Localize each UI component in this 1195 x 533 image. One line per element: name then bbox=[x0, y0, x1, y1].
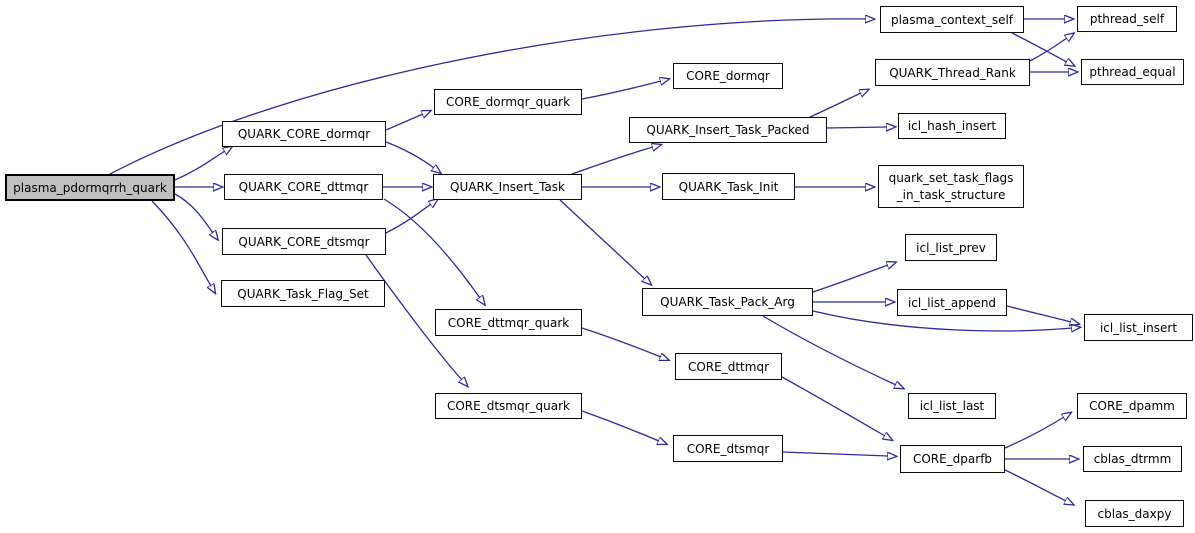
node-quark-task-init[interactable]: QUARK_Task_Init bbox=[662, 173, 795, 200]
edge-quark-insert-task-packed-to-quark-thread-rank bbox=[809, 93, 861, 118]
edge-quark-core-dormqr-to-quark-insert-task bbox=[385, 141, 434, 168]
node-cblas-daxpy[interactable]: cblas_daxpy bbox=[1085, 500, 1184, 527]
edge-quark-core-dtsmqr-to-quark-insert-task bbox=[385, 204, 431, 234]
node-plasma-pdormqrrh-quark: plasma_pdormqrrh_quark bbox=[5, 174, 175, 201]
edge-core-dparfb-to-cblas-daxpy bbox=[1004, 469, 1066, 501]
node-pthread-equal[interactable]: pthread_equal bbox=[1081, 59, 1184, 85]
edge-quark-task-pack-arg-to-icl-list-prev bbox=[812, 265, 888, 293]
node-core-dttmqr[interactable]: CORE_dttmqr bbox=[675, 353, 782, 380]
node-plasma-context-self[interactable]: plasma_context_self bbox=[880, 6, 1024, 33]
node-icl-list-insert[interactable]: icl_list_insert bbox=[1084, 314, 1193, 341]
node-core-dtsmqr-quark[interactable]: CORE_dtsmqr_quark bbox=[435, 393, 582, 419]
node-core-dparfb[interactable]: CORE_dparfb bbox=[900, 445, 1005, 473]
edge-icl-list-append-to-icl-list-insert bbox=[1006, 305, 1071, 322]
edge-quark-insert-task-packed-to-icl-hash-insert bbox=[826, 127, 887, 128]
node-icl-hash-insert[interactable]: icl_hash_insert bbox=[898, 113, 1006, 139]
edge-quark-core-dttmqr-to-core-dttmqr-quark bbox=[383, 198, 480, 298]
node-pthread-self[interactable]: pthread_self bbox=[1077, 6, 1177, 32]
edge-plasma-context-self-to-pthread-equal bbox=[1011, 32, 1067, 62]
edge-plasma-pdormqrrh-quark-to-quark-task-flag-set bbox=[151, 200, 211, 286]
edge-quark-thread-rank-to-pthread-self bbox=[1029, 38, 1067, 62]
node-core-dormqr-quark[interactable]: CORE_dormqr_quark bbox=[434, 89, 582, 115]
node-quark-set-task-flags-in-task-structure[interactable]: quark_set_task_flags _in_task_structure bbox=[878, 165, 1024, 208]
edge-core-dtsmqr-to-core-dparfb bbox=[782, 451, 888, 456]
node-quark-insert-task-packed[interactable]: QUARK_Insert_Task_Packed bbox=[629, 117, 827, 143]
node-cblas-dtrmm[interactable]: cblas_dtrmm bbox=[1083, 446, 1182, 472]
edge-quark-core-dormqr-to-core-dormqr-quark bbox=[385, 114, 423, 131]
edge-plasma-pdormqrrh-quark-to-quark-core-dtsmqr bbox=[174, 193, 213, 233]
edge-core-dttmqr-quark-to-core-dttmqr bbox=[581, 327, 661, 357]
node-icl-list-last[interactable]: icl_list_last bbox=[908, 393, 996, 419]
edge-core-dparfb-to-core-dpamm bbox=[1004, 417, 1064, 449]
edge-plasma-pdormqrrh-quark-to-quark-core-dormqr bbox=[174, 151, 225, 181]
edge-quark-insert-task-to-quark-task-pack-arg bbox=[559, 199, 645, 279]
edge-core-dttmqr-to-core-dparfb bbox=[781, 376, 885, 436]
edge-core-dormqr-quark-to-core-dormqr bbox=[581, 81, 661, 100]
node-quark-task-flag-set[interactable]: QUARK_Task_Flag_Set bbox=[221, 280, 385, 307]
node-core-dttmqr-quark[interactable]: CORE_dttmqr_quark bbox=[435, 309, 582, 336]
node-core-dormqr[interactable]: CORE_dormqr bbox=[673, 63, 783, 89]
node-quark-insert-task[interactable]: QUARK_Insert_Task bbox=[433, 174, 582, 200]
edge-core-dtsmqr-quark-to-core-dtsmqr bbox=[581, 410, 659, 441]
node-core-dpamm[interactable]: CORE_dpamm bbox=[1077, 393, 1187, 419]
edge-quark-insert-task-to-quark-insert-task-packed bbox=[571, 147, 653, 175]
node-icl-list-append[interactable]: icl_list_append bbox=[897, 289, 1007, 316]
edge-quark-task-pack-arg-to-icl-list-last bbox=[762, 315, 896, 385]
node-quark-core-dormqr[interactable]: QUARK_CORE_dormqr bbox=[222, 121, 386, 147]
node-core-dtsmqr[interactable]: CORE_dtsmqr bbox=[673, 435, 783, 462]
node-quark-core-dtsmqr[interactable]: QUARK_CORE_dtsmqr bbox=[222, 228, 386, 255]
node-quark-core-dttmqr[interactable]: QUARK_CORE_dttmqr bbox=[224, 174, 383, 200]
node-quark-task-pack-arg[interactable]: QUARK_Task_Pack_Arg bbox=[642, 288, 813, 316]
node-quark-thread-rank[interactable]: QUARK_Thread_Rank bbox=[875, 59, 1030, 86]
node-icl-list-prev[interactable]: icl_list_prev bbox=[905, 234, 997, 261]
